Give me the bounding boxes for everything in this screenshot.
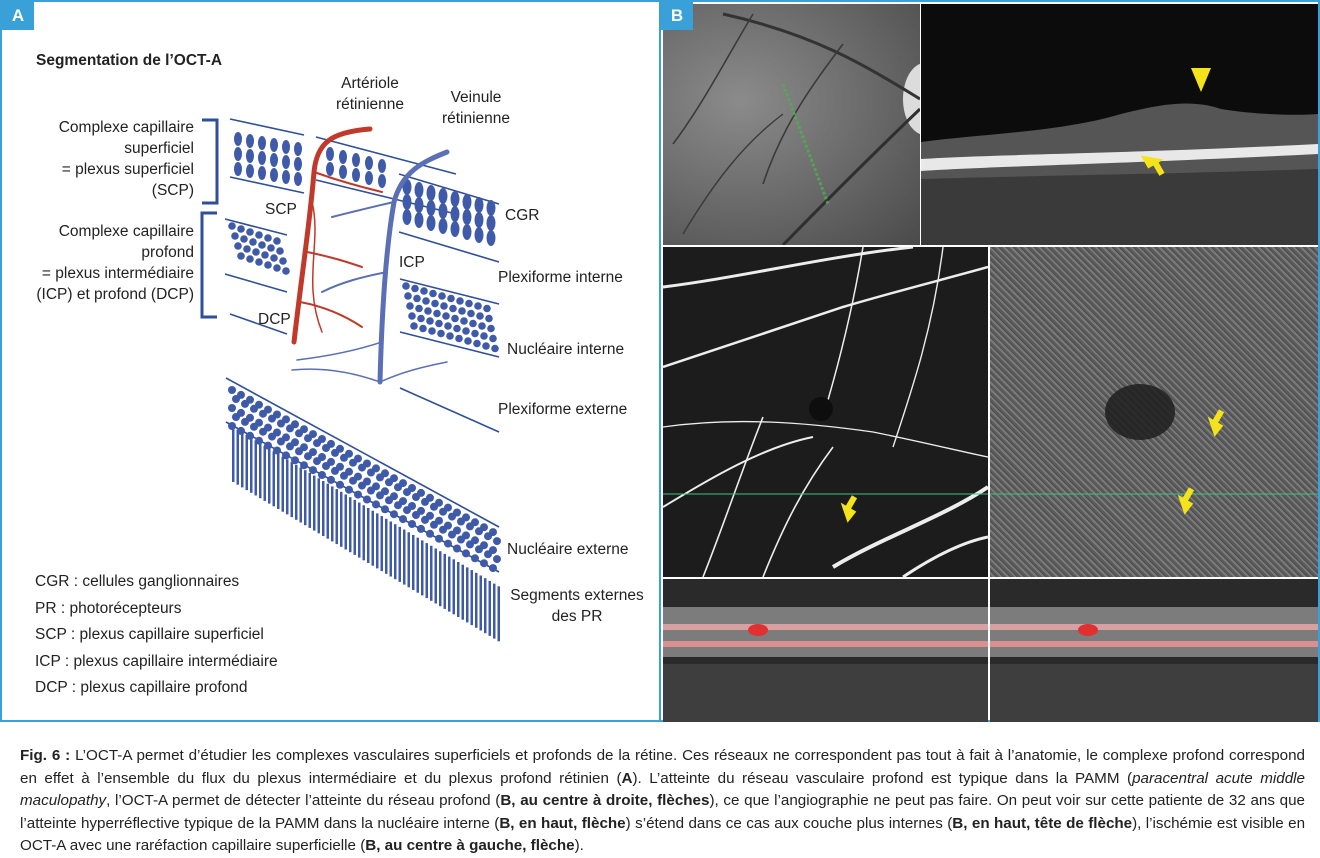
caption-fig-label: Fig. 6 : <box>20 747 71 764</box>
panel-a: A Segmentation de l’OCT-A Complexe capil… <box>0 0 661 722</box>
legend-item: DCP : plexus capillaire profond <box>35 679 248 696</box>
label-icp: ICP <box>399 254 425 271</box>
retina-layers-diagram <box>200 118 501 642</box>
label-plexiforme-interne: Plexiforme interne <box>498 269 623 286</box>
arrowhead-marker <box>1191 68 1211 92</box>
oct-bscan-bottom-left <box>663 579 988 722</box>
arrow-marker <box>1140 155 1165 176</box>
caption-segment: A <box>621 769 633 787</box>
label-plexiforme-externe: Plexiforme externe <box>498 401 628 418</box>
figure-caption: Fig. 6 : L’OCT-A permet d’étudier les co… <box>20 745 1305 858</box>
panel-b-tag: B <box>661 2 693 30</box>
caption-segment: B, en haut, flèche <box>499 814 626 832</box>
caption-segment: B, en haut, tête de flèche <box>952 814 1133 832</box>
panel-a-title: Segmentation de l’OCT-A <box>36 52 223 69</box>
label-arteriole: Artériole rétinienne <box>335 75 405 113</box>
arrow-marker <box>840 495 858 523</box>
oct-bscan-top <box>921 4 1318 245</box>
octa-deep <box>990 247 1318 577</box>
caption-segment: ). L’atteinte du réseau vasculaire profo… <box>632 769 1133 787</box>
caption-segment: B, au centre à gauche, flèche <box>365 837 575 855</box>
label-scp: SCP <box>265 201 297 218</box>
octa-superficial <box>663 247 988 577</box>
label-segments-externes: Segments externes des PR <box>510 587 644 625</box>
panel-b: B <box>659 0 1320 722</box>
legend-item: ICP : plexus capillaire intermédiaire <box>35 652 278 670</box>
panel-a-tag: A <box>2 2 34 30</box>
legend: CGR : cellules ganglionnaires PR : photo… <box>35 569 278 702</box>
caption-segment: ). <box>574 837 584 855</box>
arrow-marker <box>1177 487 1195 515</box>
label-dcp: DCP <box>258 311 291 328</box>
bracket-deep <box>200 211 217 319</box>
legend-item: CGR : cellules ganglionnaires <box>35 573 240 590</box>
caption-segment: ) s’étend dans ce cas aux couche plus in… <box>625 814 953 832</box>
label-veinule: Veinule rétinienne <box>441 89 511 127</box>
label-complexe-superficiel: Complexe capillaire superficiel = plexus… <box>58 119 194 199</box>
legend-item: PR : photorécepteurs <box>35 599 182 617</box>
fundus-image <box>663 4 920 245</box>
caption-segment: ), ce que l’angiographie ne peut pas fai… <box>20 792 1305 832</box>
legend-item: SCP : plexus capillaire superficiel <box>35 626 264 643</box>
caption-segment: ), l’ischémie est visible en OCT-A avec … <box>20 814 1306 855</box>
arrow-marker <box>1207 409 1225 437</box>
caption-segment: , l’OCT-A permet de détecter l’atteinte … <box>106 792 501 810</box>
label-nucleaire-interne: Nucléaire interne <box>507 341 625 358</box>
label-cgr: CGR <box>505 207 540 224</box>
bracket-superficial <box>202 118 219 205</box>
caption-segment: L’OCT-A permet d’étudier les complexes v… <box>20 747 1305 787</box>
label-complexe-profond: Complexe capillaire profond = plexus int… <box>36 223 194 303</box>
label-nucleaire-externe: Nucléaire externe <box>507 541 629 558</box>
caption-segment: paracentral acute middle maculopathy <box>20 769 1305 810</box>
oct-bscan-bottom-right <box>990 579 1318 722</box>
caption-segment: B, au centre à droite, flèches <box>500 792 710 810</box>
